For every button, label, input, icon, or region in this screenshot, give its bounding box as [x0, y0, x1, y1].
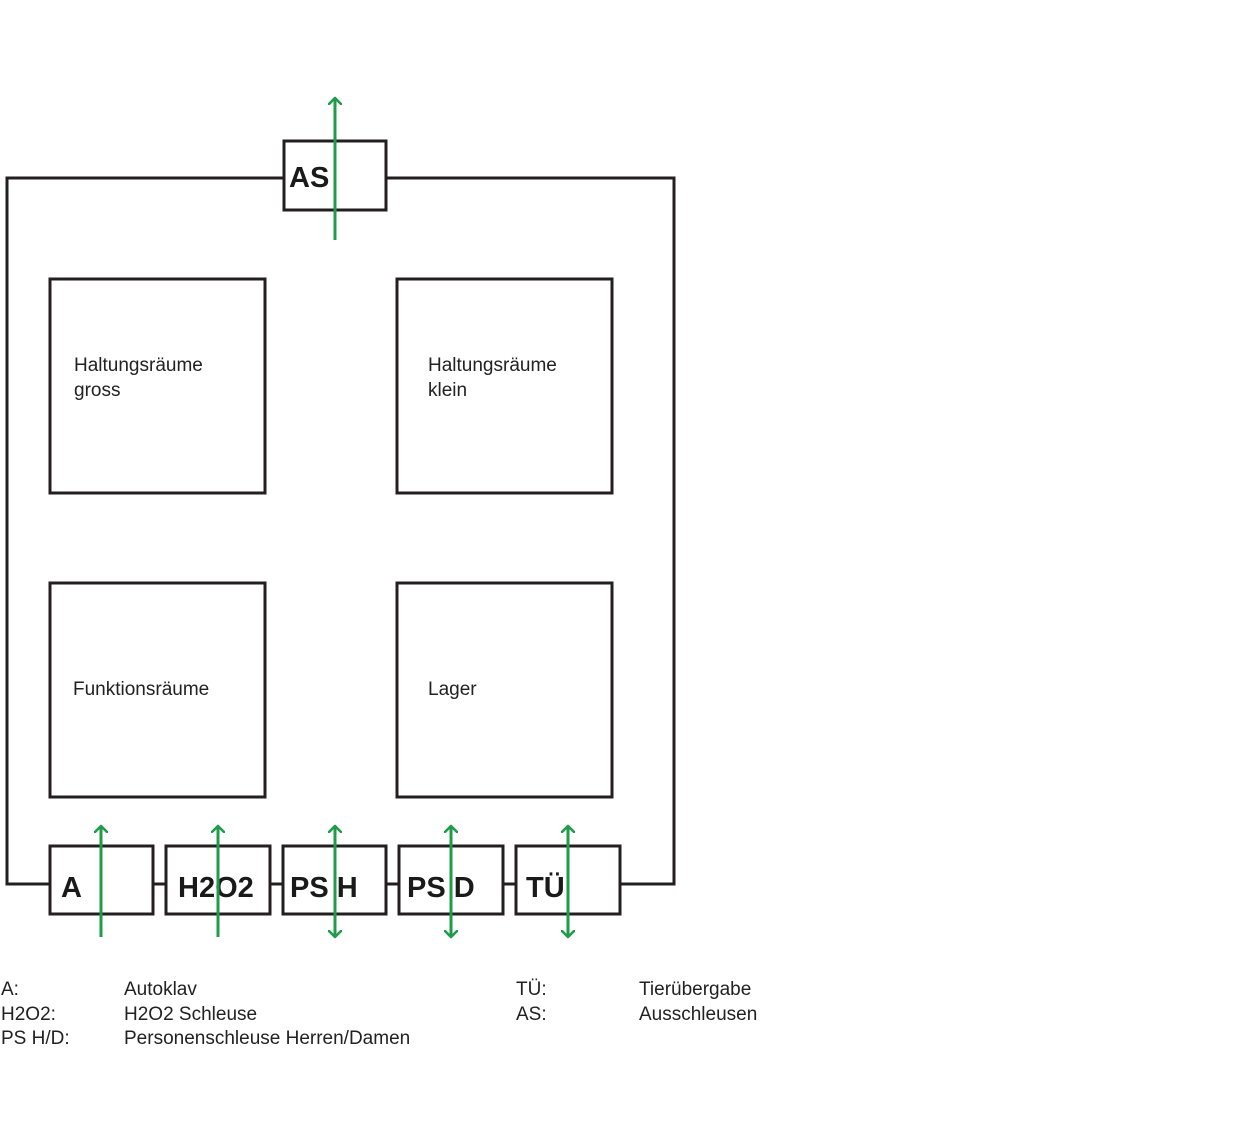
legend-text: H2O2 Schleuse	[124, 1003, 258, 1025]
legend-row: PS H/D: Personenschleuse Herren/Damen	[1, 1027, 410, 1052]
legend-abbr: AS:	[516, 1003, 547, 1025]
legend-abbr: A:	[1, 979, 19, 1000]
legend-left: A: Autoklav H2O2: H2O2 Schleuse PS H/D: …	[1, 978, 410, 1052]
legend-abbr: TÜ:	[516, 979, 547, 1000]
legend-row: A: Autoklav	[1, 978, 410, 1003]
legend-row: AS: Ausschleusen	[516, 1003, 757, 1028]
lock-label: H2O2	[178, 872, 254, 904]
legend-right: TÜ: Tierübergabe AS: Ausschleusen	[516, 978, 757, 1027]
room-label: Lager	[428, 679, 477, 700]
room-label: Funktionsräume	[73, 679, 209, 700]
lock-label: TÜ	[526, 871, 565, 904]
lock-ps-d: PS D	[397, 826, 505, 937]
legend-abbr: PS H/D:	[1, 1028, 70, 1049]
lock-as: AS	[282, 98, 388, 240]
room-haltungsraeume-gross: Haltungsräume gross	[48, 277, 267, 495]
room-label: Haltungsräume	[428, 355, 557, 376]
room-label: Haltungsräume	[74, 355, 203, 376]
legend-row: TÜ: Tierübergabe	[516, 978, 757, 1003]
room-label: klein	[428, 380, 467, 401]
legend-text: Tierübergabe	[639, 979, 752, 1000]
lock-label: AS	[289, 162, 329, 194]
legend-abbr: H2O2:	[1, 1003, 56, 1025]
room-haltungsraeume-klein: Haltungsräume klein	[395, 277, 614, 495]
floor-plan-diagram: Haltungsräume gross Haltungsräume klein …	[5, 0, 676, 960]
lock-a: A	[48, 826, 155, 937]
room-lager: Lager	[395, 581, 614, 799]
room-funktionsraeume: Funktionsräume	[48, 581, 267, 799]
lock-h2o2: H2O2	[164, 826, 272, 937]
lock-tue: TÜ	[514, 826, 622, 937]
room-label: gross	[74, 380, 120, 401]
legend-text: Autoklav	[124, 979, 197, 1000]
lock-label: PS D	[407, 872, 475, 904]
lock-label: A	[61, 872, 82, 904]
legend-row: H2O2: H2O2 Schleuse	[1, 1003, 410, 1028]
lock-ps-h: PS H	[281, 826, 388, 937]
lock-label: PS H	[290, 872, 358, 904]
legend-text: Personenschleuse Herren/Damen	[124, 1028, 411, 1049]
legend-text: Ausschleusen	[639, 1003, 758, 1025]
facility-boundary	[5, 176, 676, 886]
